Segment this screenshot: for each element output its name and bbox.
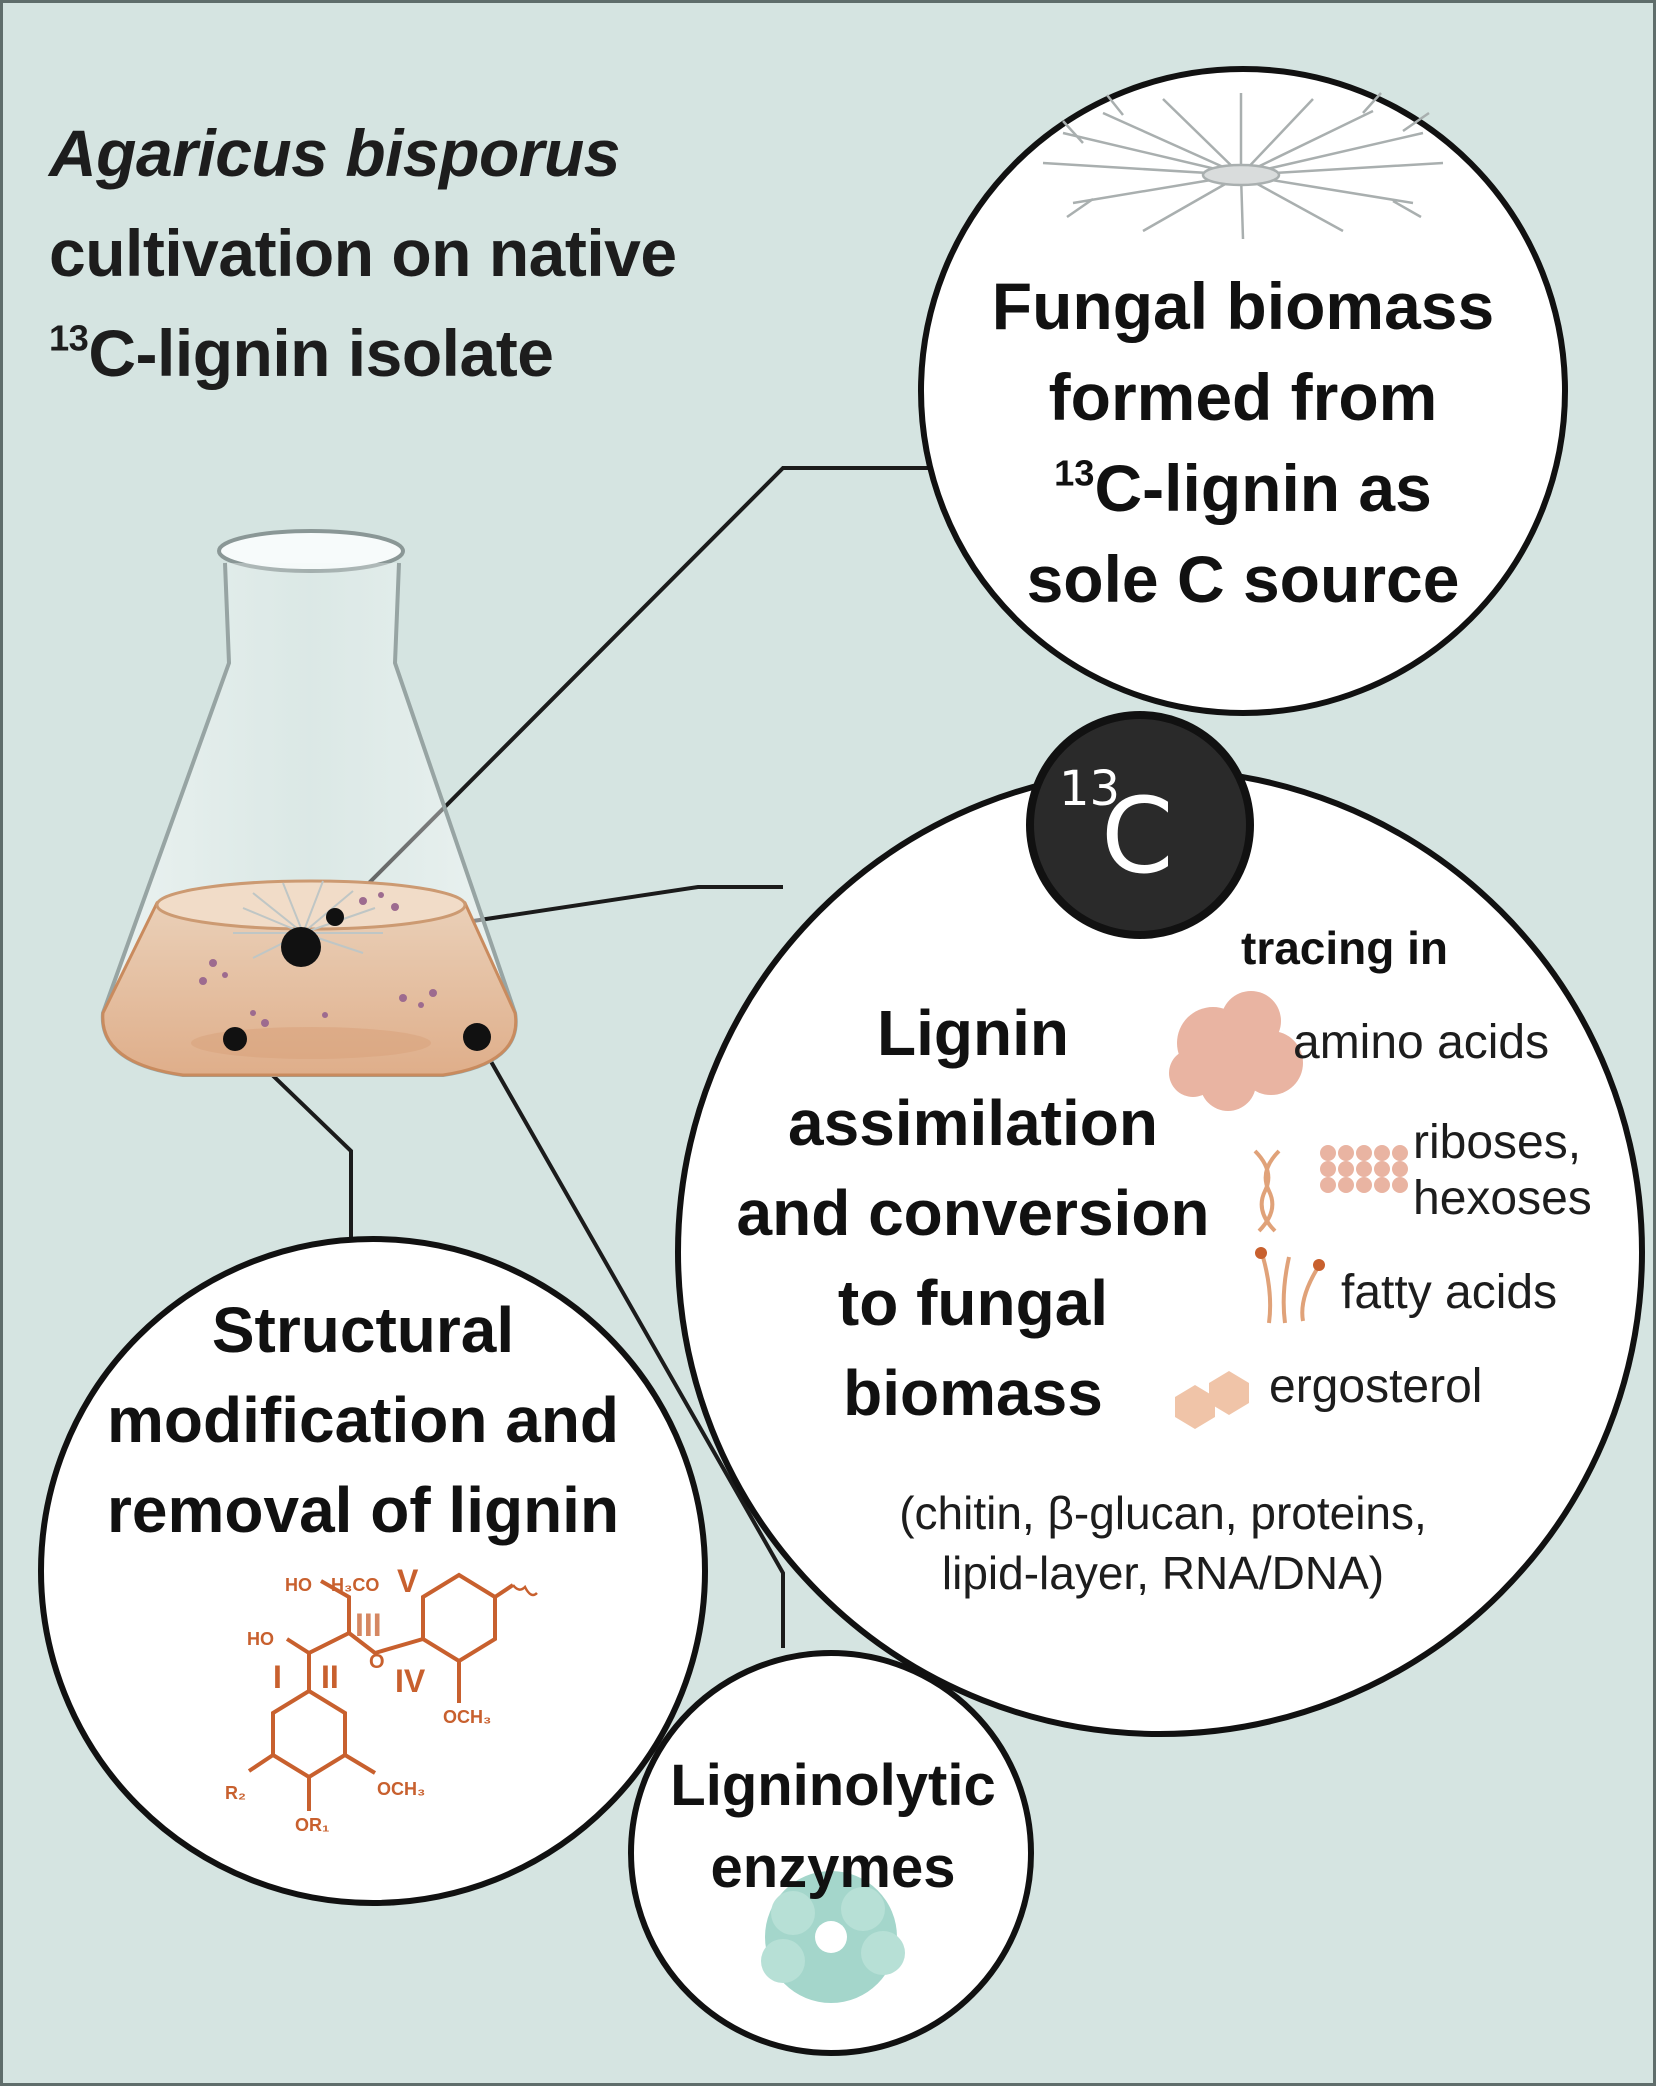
enzymes-text: Ligninolytic enzymes <box>643 1745 1023 1909</box>
label-och3-ring: OCH₃ <box>377 1779 426 1799</box>
tracing-label: tracing in <box>1241 922 1449 974</box>
label-r2: R₂ <box>225 1783 246 1803</box>
assimilation-line3: and conversion <box>736 1177 1210 1249</box>
label-hexoses: hexoses <box>1413 1172 1592 1225</box>
label-amino-acids: amino acids <box>1293 1016 1550 1069</box>
structural-text: Structural modification and removal of l… <box>63 1285 663 1555</box>
carbon13-badge <box>1026 711 1254 939</box>
enzymes-circle <box>628 1650 1034 2056</box>
fatty-acid-icon <box>1255 1247 1325 1324</box>
title-line3: 13C-lignin isolate <box>49 316 554 390</box>
position-V: V <box>397 1563 419 1599</box>
assimilation-line1: Lignin <box>877 997 1069 1069</box>
label-ho-top: HO <box>285 1575 312 1595</box>
fungal-line1: Fungal biomass <box>991 269 1495 343</box>
label-riboses: riboses, <box>1413 1116 1582 1169</box>
amino-acid-icon <box>1169 991 1303 1111</box>
structural-line1: Structural <box>211 1294 515 1366</box>
flask-dot-mycelium <box>281 927 321 967</box>
label-ergosterol: ergosterol <box>1269 1360 1483 1413</box>
structural-line2: modification and <box>107 1384 619 1456</box>
fungal-line4: sole C source <box>1026 542 1460 616</box>
fungal-line2: formed from <box>1048 360 1438 434</box>
biomass-components-note: (chitin, β-glucan, proteins, lipid-layer… <box>803 1483 1523 1603</box>
position-I: I <box>273 1659 282 1695</box>
label-h3co: H₃CO <box>331 1575 380 1595</box>
label-fatty-acids: fatty acids <box>1341 1266 1558 1319</box>
flask-dot-bottom-right <box>463 1023 491 1051</box>
sugar-chain-icon <box>1320 1145 1408 1193</box>
enzyme-icon <box>761 1871 905 2003</box>
fungal-line3: 13C-lignin as <box>1054 451 1432 525</box>
label-o-ether: O <box>369 1651 385 1673</box>
mycelium-icon <box>1042 92 1444 240</box>
note-line1: (chitin, β-glucan, proteins, <box>899 1487 1427 1539</box>
position-II: II <box>321 1659 339 1695</box>
note-line2: lipid-layer, RNA/DNA) <box>941 1547 1385 1599</box>
enzymes-line1: Ligninolytic <box>670 1753 996 1818</box>
ergosterol-icon <box>1175 1371 1249 1429</box>
position-III: III <box>355 1607 382 1643</box>
flask-dot-bottom-left <box>223 1027 247 1051</box>
assimilation-heading: Lignin assimilation and conversion to fu… <box>703 988 1243 1438</box>
assimilation-line2: assimilation <box>788 1087 1158 1159</box>
label-or1: OR₁ <box>295 1815 330 1835</box>
assimilation-line4: to fungal <box>837 1267 1109 1339</box>
flask-dot-top <box>326 908 344 926</box>
fungal-biomass-circle <box>918 66 1568 716</box>
carbon13-symbol: C <box>1101 775 1174 897</box>
carbon13-mass-number: 13 <box>1059 761 1121 817</box>
lignin-structure <box>247 1572 538 1811</box>
figure-title: Agaricus bisporus cultivation on native … <box>49 103 677 403</box>
connector-to-fungal-biomass <box>333 466 931 919</box>
enzymes-line2: enzymes <box>710 1835 956 1900</box>
title-line2: cultivation on native <box>49 216 677 290</box>
erlenmeyer-flask <box>100 529 518 1077</box>
dna-icon <box>1253 1149 1281 1233</box>
structural-circle <box>38 1236 708 1906</box>
connector-to-enzymes <box>475 1036 785 1648</box>
label-ho-left: HO <box>247 1629 274 1649</box>
structural-line3: removal of lignin <box>106 1474 620 1546</box>
assimilation-line5: biomass <box>843 1357 1103 1429</box>
diagram-graphics <box>38 66 1645 2056</box>
label-och3-right: OCH₃ <box>443 1707 492 1727</box>
position-IV: IV <box>395 1663 426 1699</box>
fungal-biomass-text: Fungal biomass formed from 13C-lignin as… <box>963 261 1523 625</box>
title-species: Agaricus bisporus <box>49 116 620 190</box>
